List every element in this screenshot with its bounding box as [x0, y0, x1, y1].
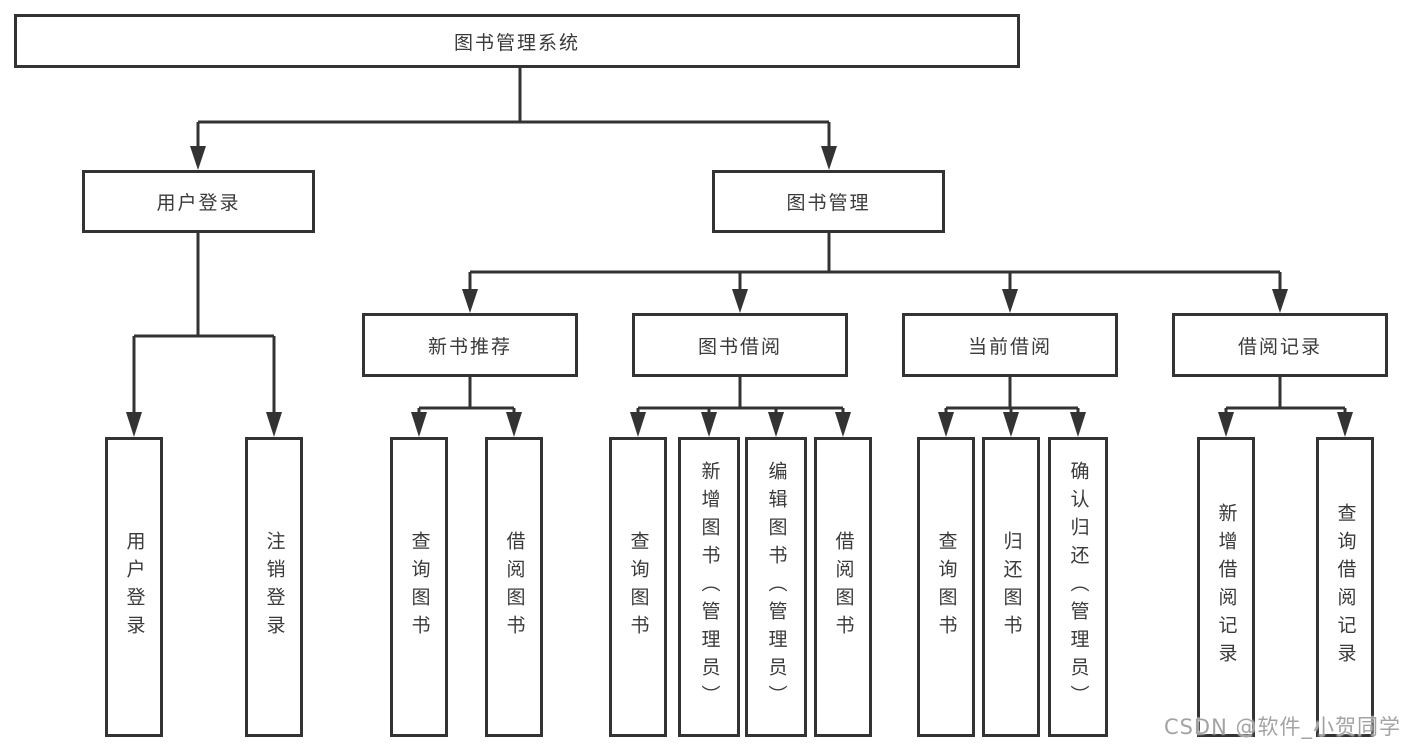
leaf-borrow-books: 借阅图书 — [814, 437, 872, 737]
leaf-return-books: 归还图书 — [982, 437, 1040, 737]
connector-login-to-leaves — [132, 233, 276, 414]
arrowheads-level1 — [190, 146, 837, 170]
leaf-label: 查询图书 — [408, 531, 431, 643]
arrowheads-current-leaves — [938, 412, 1086, 437]
leaf-confirm-return-admin: 确认归还（管理员） — [1048, 437, 1108, 737]
arrowheads-newbook-leaves — [411, 412, 522, 437]
connector-root-to-level1 — [196, 68, 831, 148]
node-user-login: 用户登录 — [82, 170, 315, 233]
leaf-label: 注销登录 — [263, 531, 286, 643]
leaf-label: 新增借阅记录 — [1215, 503, 1238, 671]
arrowheads-record-leaves — [1218, 412, 1353, 437]
leaf-label: 查询借阅记录 — [1334, 503, 1357, 671]
arrowheads-login-leaves — [126, 412, 282, 437]
leaf-label: 借阅图书 — [832, 531, 855, 643]
connector-current-to-leaves — [944, 377, 1080, 414]
leaf-label: 用户登录 — [123, 531, 146, 643]
leaf-query-borrow-record: 查询借阅记录 — [1316, 437, 1374, 737]
leaf-label: 借阅图书 — [503, 531, 526, 643]
node-system-root: 图书管理系统 — [14, 14, 1020, 68]
connector-record-to-leaves — [1224, 377, 1347, 414]
node-borrow-records: 借阅记录 — [1172, 313, 1388, 377]
node-current-borrowing: 当前借阅 — [902, 313, 1118, 377]
arrowheads-groups — [462, 289, 1288, 313]
node-book-management: 图书管理 — [712, 170, 945, 233]
leaf-label: 编辑图书（管理员） — [765, 461, 788, 713]
leaf-query-books-newbook: 查询图书 — [390, 437, 448, 737]
connector-newbook-to-leaves — [417, 377, 516, 414]
leaf-add-books-admin: 新增图书（管理员） — [678, 437, 740, 737]
connector-mgmt-to-groups — [468, 233, 1282, 291]
leaf-borrow-books-newbook: 借阅图书 — [485, 437, 543, 737]
leaf-logout: 注销登录 — [245, 437, 303, 737]
leaf-user-login: 用户登录 — [105, 437, 163, 737]
leaf-label: 确认归还（管理员） — [1067, 461, 1090, 713]
leaf-label: 查询图书 — [627, 531, 650, 643]
node-new-book-recommend: 新书推荐 — [362, 313, 578, 377]
leaf-label: 归还图书 — [1000, 531, 1023, 643]
leaf-add-borrow-record: 新增借阅记录 — [1197, 437, 1255, 737]
arrowheads-borrow-leaves — [630, 412, 851, 437]
leaf-query-books-borrow: 查询图书 — [609, 437, 667, 737]
leaf-label: 查询图书 — [935, 531, 958, 643]
csdn-watermark: CSDN @软件_小贺同学 — [1163, 715, 1401, 739]
leaf-label: 新增图书（管理员） — [698, 461, 721, 713]
node-book-borrowing: 图书借阅 — [632, 313, 848, 377]
leaf-edit-books-admin: 编辑图书（管理员） — [745, 437, 807, 737]
leaf-query-books-current: 查询图书 — [917, 437, 975, 737]
connector-borrow-to-leaves — [636, 377, 845, 414]
